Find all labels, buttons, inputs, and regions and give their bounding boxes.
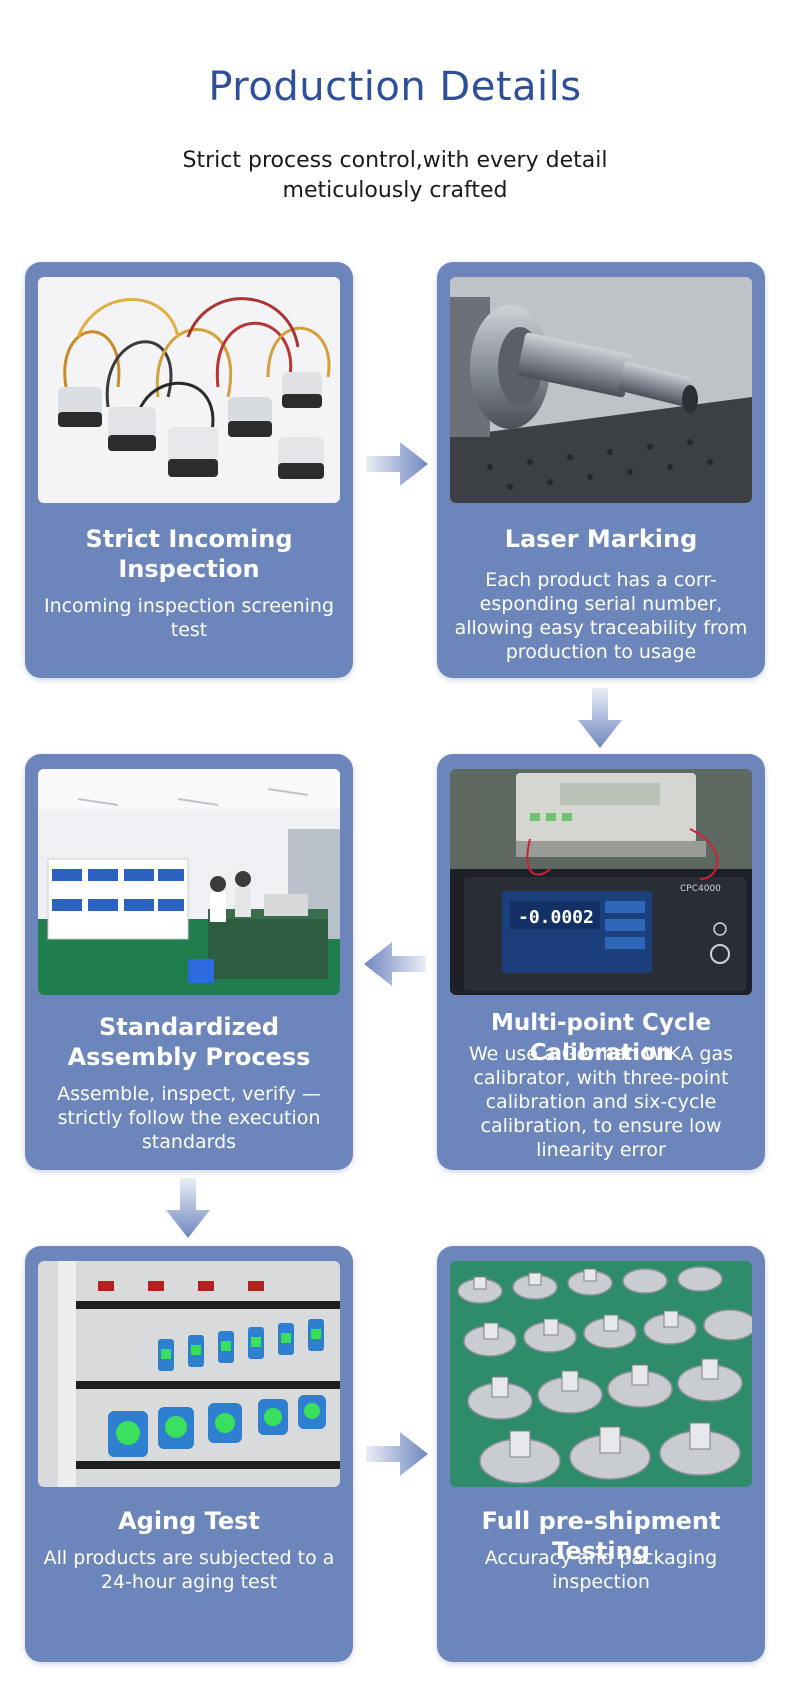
arrow-down-icon xyxy=(578,688,622,748)
calibrator-readout: -0.0002 xyxy=(518,907,594,928)
step-title: Laser Marking xyxy=(504,525,698,553)
step-title: Multi-point Cycle Calibration xyxy=(490,1010,712,1066)
step-card-pre-shipment: Full pre-shipment Testing Accuracy and p… xyxy=(437,1246,765,1662)
step-title: Full pre-shipment Testing xyxy=(481,1507,721,1565)
calibrator-model: CPC4000 xyxy=(680,884,721,894)
step-title: Strict Incoming Inspection xyxy=(85,525,293,583)
arrow-left-icon xyxy=(364,942,426,986)
step-description: Assemble, inspect, verify — strictly fol… xyxy=(57,1083,321,1153)
step-description: Each product has a corr-esponding serial… xyxy=(454,569,748,663)
step-description: Incoming inspection screening test xyxy=(43,595,335,641)
arrow-right-icon xyxy=(366,1432,428,1476)
photo-finished-parts xyxy=(450,1261,752,1487)
photo-aging-rack xyxy=(38,1261,340,1487)
step-card-laser-marking: Laser Marking Each product has a corr-es… xyxy=(437,262,765,678)
arrow-right-icon xyxy=(366,442,428,486)
step-description: Accuracy and packaging inspection xyxy=(484,1547,718,1593)
step-card-calibration: -0.0002 CPC4000 Multi-point Cycle Calibr… xyxy=(437,754,765,1170)
page-title: Production Details xyxy=(208,64,582,110)
page-subtitle: Strict process control,with every detail… xyxy=(182,148,608,203)
step-description: We use a German WIKA gas calibrator, wit… xyxy=(468,1043,734,1161)
photo-sensor-components xyxy=(38,277,340,503)
step-title: Standardized Assembly Process xyxy=(67,1013,311,1071)
step-card-assembly: Standardized Assembly Process Assemble, … xyxy=(25,754,353,1170)
step-title: Aging Test xyxy=(118,1507,260,1535)
photo-calibrator-device: -0.0002 CPC4000 xyxy=(450,769,752,995)
step-card-aging-test: Aging Test All products are subjected to… xyxy=(25,1246,353,1662)
arrow-down-icon xyxy=(166,1178,210,1238)
photo-laser-machine xyxy=(450,277,752,503)
step-card-incoming-inspection: Strict Incoming Inspection Incoming insp… xyxy=(25,262,353,678)
step-description: All products are subjected to a 24-hour … xyxy=(43,1547,335,1593)
photo-assembly-workshop xyxy=(38,769,340,995)
